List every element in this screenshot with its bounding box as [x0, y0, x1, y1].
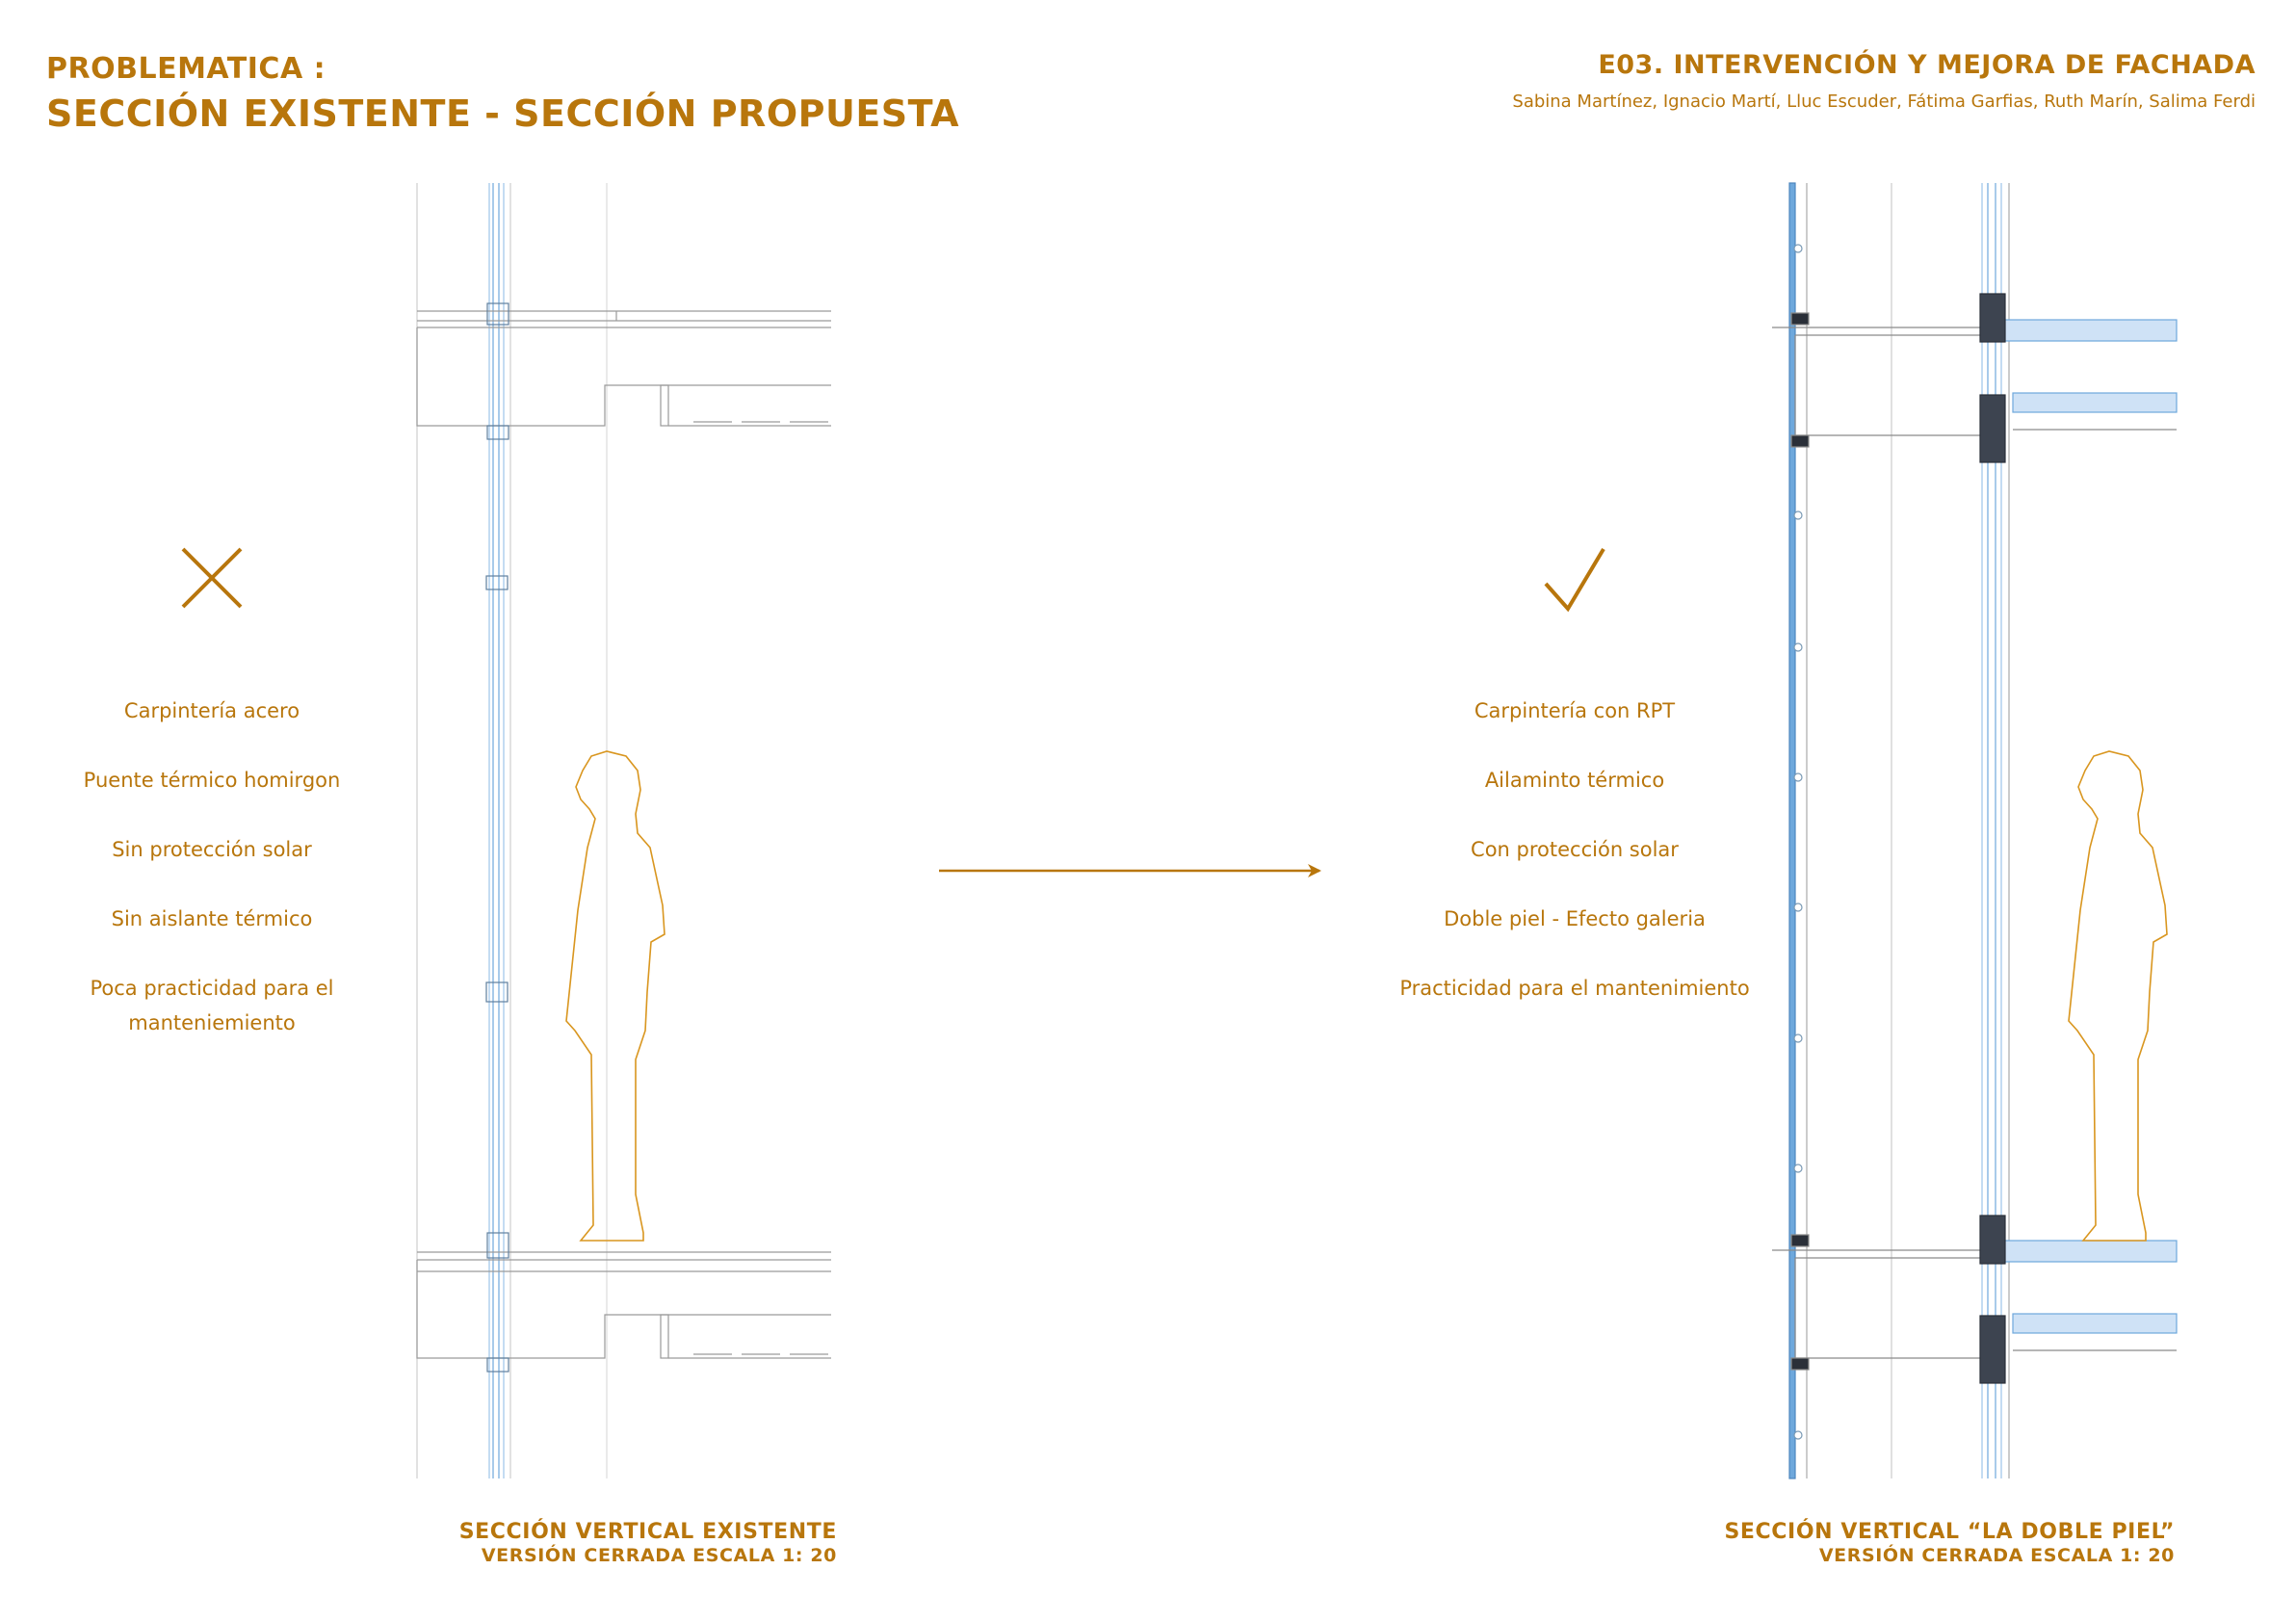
caption-scale: VERSIÓN CERRADA ESCALA 1: 20	[481, 1545, 837, 1566]
proposed-section-drawing	[1772, 182, 2178, 1479]
list-item: Carpintería acero	[123, 699, 300, 722]
existing-section-caption: SECCIÓN VERTICAL EXISTENTE VERSIÓN CERRA…	[459, 1520, 837, 1566]
person-silhouette-right	[2068, 750, 2168, 1242]
cross-icon	[181, 547, 243, 609]
list-item: Ailamintо térmico	[1484, 769, 1665, 792]
authors: Sabina Martínez, Ignacio Martí, Lluc Esc…	[1512, 92, 2256, 112]
check-icon	[1544, 547, 1605, 613]
project-title: E03. INTERVENCIÓN Y MEJORA DE FACHADA	[1598, 50, 2256, 80]
list-item: Carpintería con RPT	[1474, 699, 1676, 722]
caption-scale: VERSIÓN CERRADA ESCALA 1: 20	[1818, 1545, 2175, 1566]
caption-title: SECCIÓN VERTICAL “LA DOBLE PIEL”	[1724, 1520, 2175, 1544]
existing-section-drawing	[416, 183, 831, 1478]
list-item: Poca practicidad para el manteniemiento	[90, 977, 334, 1034]
list-item: Con protección solar	[1471, 838, 1679, 861]
proposed-section-caption: SECCIÓN VERTICAL “LA DOBLE PIEL” VERSIÓN…	[1724, 1520, 2175, 1566]
page-title-line2: SECCIÓN EXISTENTE - SECCIÓN PROPUESTA	[46, 92, 960, 135]
list-item: Sin aislante térmico	[111, 907, 313, 930]
existing-issues-list: Carpintería acero Puente térmico homirgo…	[10, 693, 414, 1075]
page-title-line1: PROBLEMATICA :	[46, 52, 326, 86]
caption-title: SECCIÓN VERTICAL EXISTENTE	[458, 1520, 837, 1544]
list-item: Sin protección solar	[112, 838, 312, 861]
proposed-improvements-list: Carpintería con RPT Ailamintо térmico Co…	[1372, 693, 1777, 1040]
person-silhouette-left	[565, 750, 665, 1242]
list-item: Doble piel - Efecto galeria	[1444, 907, 1706, 930]
list-item: Practicidad para el mantenimiento	[1399, 977, 1750, 1000]
list-item: Puente térmico homirgon	[83, 769, 341, 792]
